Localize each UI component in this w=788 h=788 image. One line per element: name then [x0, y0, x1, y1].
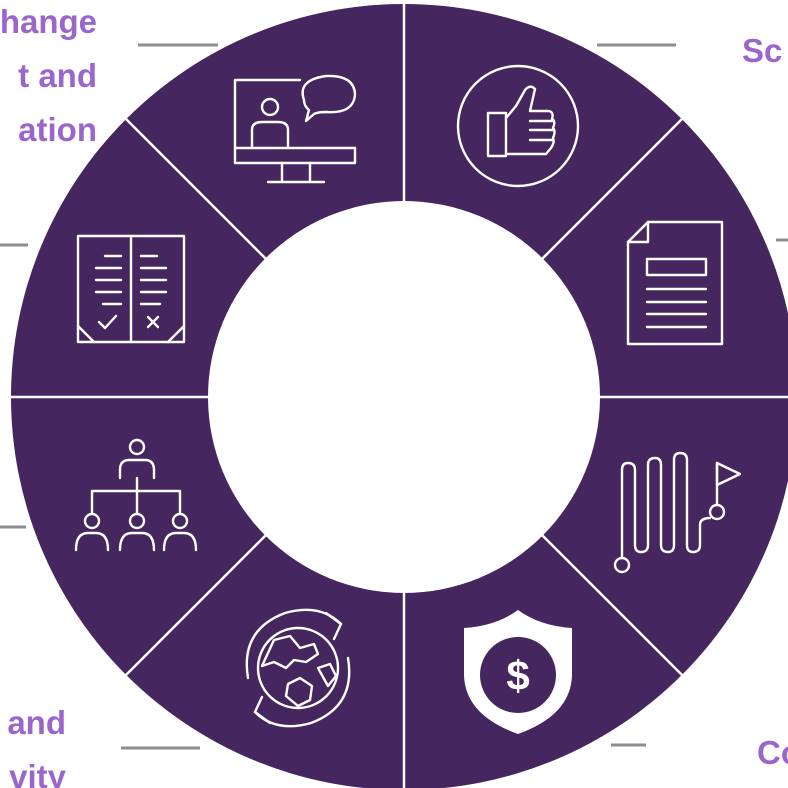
ring-center: [208, 201, 600, 593]
checklist-book-icon: [76, 234, 186, 344]
label-bottom-left-line2: vity: [9, 758, 67, 788]
connector-lines: [0, 43, 788, 750]
icons: $: [74, 64, 742, 734]
shield-dollar-symbol: $: [506, 652, 529, 699]
video-call-icon: [233, 74, 357, 184]
label-top-left-line1: hange: [0, 3, 97, 40]
labels: hange t and ation Sc and vity Co: [0, 3, 788, 788]
label-bottom-right: Co: [757, 734, 788, 771]
label-top-right: Sc: [742, 32, 782, 69]
label-top-left-line2: t and: [18, 57, 97, 94]
shield-dollar-icon: $: [464, 610, 572, 734]
thumbs-up-icon: [456, 64, 580, 188]
document-icon: [626, 220, 724, 346]
label-bottom-left-line1: and: [7, 704, 66, 741]
label-top-left-line3: ation: [18, 111, 97, 148]
roadmap-flag-icon: [613, 451, 742, 574]
ring: [11, 4, 788, 788]
org-chart-icon: [74, 438, 198, 552]
global-refresh-icon: [245, 608, 351, 728]
